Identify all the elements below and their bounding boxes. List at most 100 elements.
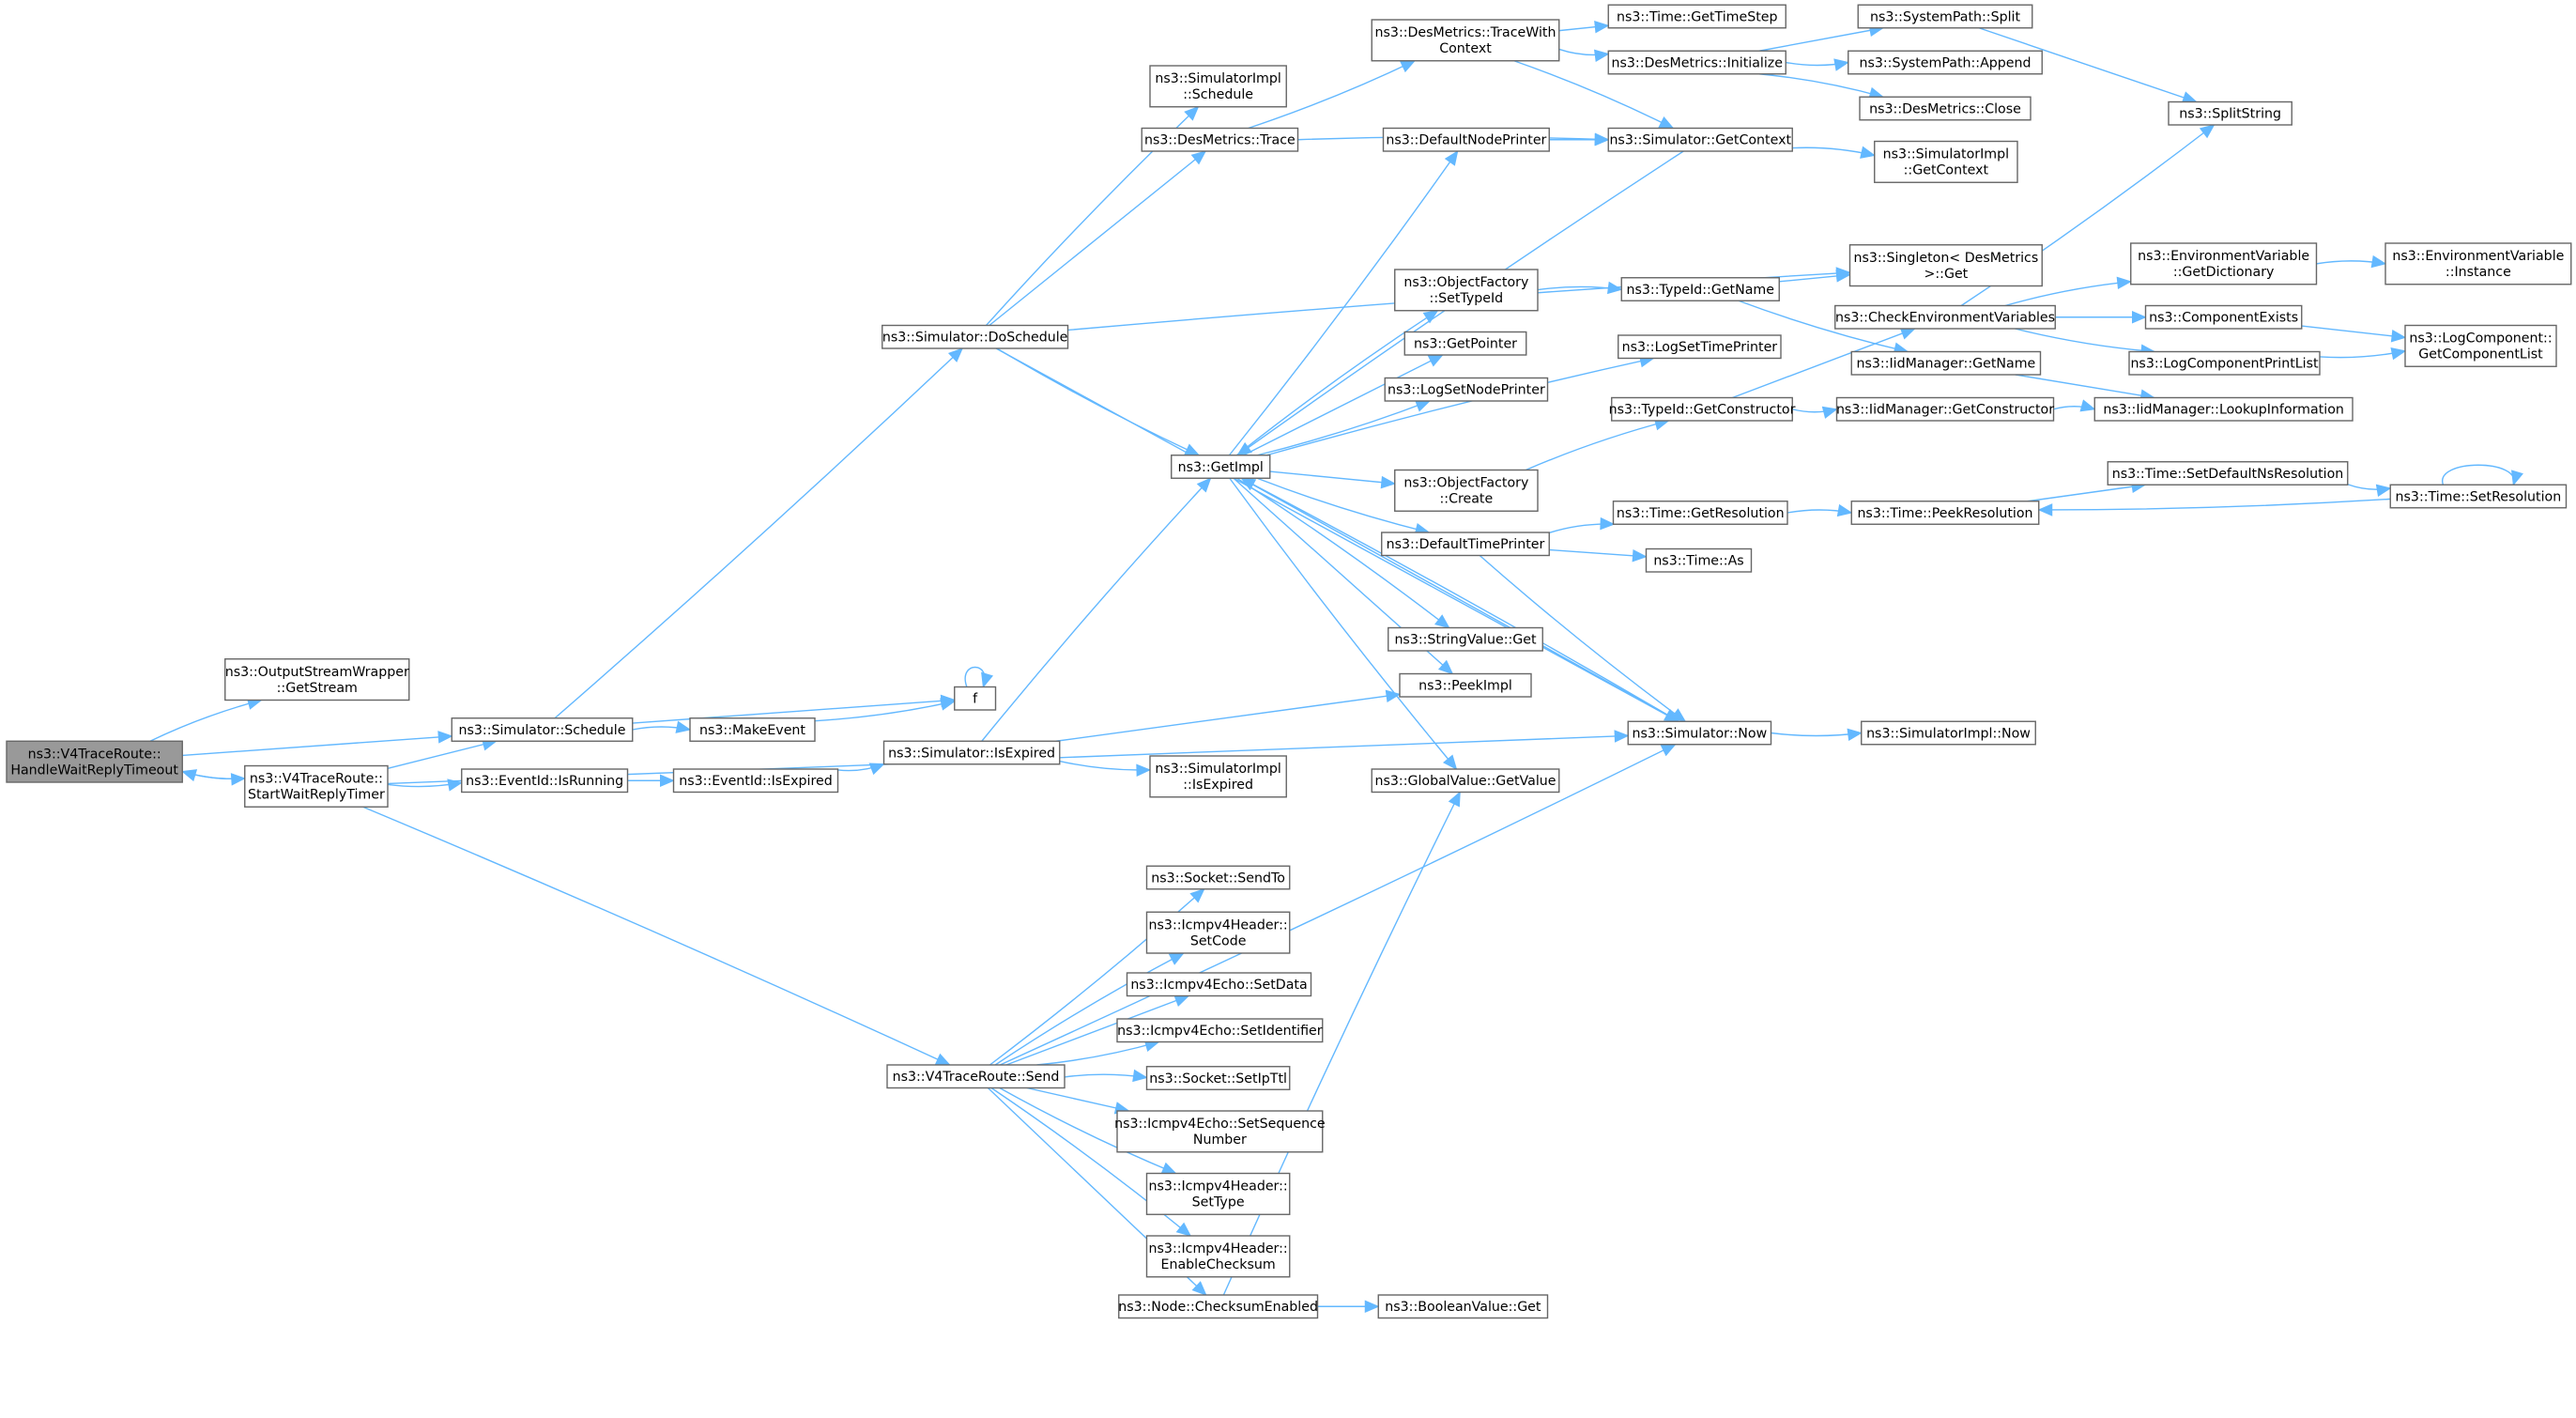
node-desmetrics_close[interactable]: ns3::DesMetrics::Close [1859,96,2032,121]
node-box-echo_setdata [1126,972,1312,997]
node-label-singleton_get-0: ns3::Singleton< DesMetrics [1853,251,2038,266]
node-box-time_setresolution [2389,484,2568,509]
node-of_create[interactable]: ns3::ObjectFactory::Create [1394,469,1539,512]
node-label-sp_split-0: ns3::SystemPath::Split [1870,9,2020,24]
node-time_gettimestep[interactable]: ns3::Time::GetTimeStep [1607,4,1786,29]
edge-getimpl-to-logsetnodeprinter [1257,400,1431,456]
node-box-splitstring [2168,100,2292,126]
node-sp_append[interactable]: ns3::SystemPath::Append [1848,50,2043,75]
node-label-logcomponentprintlist-0: ns3::LogComponentPrintList [2130,357,2319,372]
node-desmetrics_initialize[interactable]: ns3::DesMetrics::Initialize [1607,50,1786,75]
node-icmp_setcode[interactable]: ns3::Icmpv4Header::SetCode [1145,911,1291,954]
node-time_as[interactable]: ns3::Time::As [1645,547,1753,573]
node-iid_getname[interactable]: ns3::IidManager::GetName [1850,350,2042,376]
node-defaulttimeprinter[interactable]: ns3::DefaultTimePrinter [1381,532,1550,557]
node-send[interactable]: ns3::V4TraceRoute::Send [886,1064,1066,1089]
node-makeevent[interactable]: ns3::MakeEvent [689,717,816,742]
node-label-sp_append-0: ns3::SystemPath::Append [1859,55,2031,70]
edge-send-to-sim_now [1000,744,1676,1066]
arrowhead-send-to-icmp_enablechecksum [1175,1222,1192,1237]
node-sim_schedule[interactable]: ns3::Simulator::Schedule [451,717,634,742]
node-sp_split[interactable]: ns3::SystemPath::Split [1857,4,2033,29]
node-node_checksumenabled[interactable]: ns3::Node::ChecksumEnabled [1118,1294,1319,1319]
node-iid_getconstructor[interactable]: ns3::IidManager::GetConstructor [1835,396,2054,422]
node-box-env_instance [2384,242,2572,285]
node-stringvalue_get[interactable]: ns3::StringValue::Get [1388,626,1543,652]
node-peekimpl[interactable]: ns3::PeekImpl [1399,672,1532,698]
node-doschedule[interactable]: ns3::Simulator::DoSchedule [882,324,1069,349]
node-f[interactable]: f [954,686,997,711]
node-logsettimeprinter[interactable]: ns3::LogSetTimePrinter [1618,334,1782,360]
node-box-logsettimeprinter [1618,334,1782,360]
node-icmp_settype[interactable]: ns3::Icmpv4Header::SetType [1145,1172,1291,1215]
edge-getimpl-to-globalvalue_getvalue [1229,477,1457,770]
node-singleton_get[interactable]: ns3::Singleton< DesMetrics >::Get [1848,244,2043,287]
node-box-desmetrics_trace [1141,127,1299,152]
node-globalvalue_getvalue[interactable]: ns3::GlobalValue::GetValue [1371,768,1560,794]
node-typeid_getconstructor[interactable]: ns3::TypeId::GetConstructor [1609,396,1796,422]
edge-of_create-to-typeid_getconstructor [1526,420,1669,471]
node-echo_setdata[interactable]: ns3::Icmpv4Echo::SetData [1126,972,1312,997]
node-echo_setidentifier[interactable]: ns3::Icmpv4Echo::SetIdentifier [1116,1018,1324,1043]
node-time_getresolution[interactable]: ns3::Time::GetResolution [1612,501,1788,525]
node-handle[interactable]: ns3::V4TraceRoute::HandleWaitReplyTimeou… [6,740,183,783]
node-defaultnodeprinter[interactable]: ns3::DefaultNodePrinter [1382,127,1550,152]
node-getstream[interactable]: ns3::OutputStreamWrapper::GetStream [224,658,410,701]
node-label-singleton_get-1: >::Get [1924,267,1969,282]
node-start_timer[interactable]: ns3::V4TraceRoute::StartWaitReplyTimer [244,764,389,808]
arrowhead-getimpl-to-stringvalue_get [1434,614,1450,629]
node-sim_isexpired[interactable]: ns3::Simulator::IsExpired [882,740,1061,765]
edge-sim_schedule-to-f [632,699,955,724]
node-simimpl_isexpired[interactable]: ns3::SimulatorImpl::IsExpired [1149,755,1287,798]
node-simimpl_now[interactable]: ns3::SimulatorImpl::Now [1861,720,2036,746]
node-time_setresolution[interactable]: ns3::Time::SetResolution [2389,484,2568,509]
node-typeid_getname[interactable]: ns3::TypeId::GetName [1620,277,1780,301]
node-splitstring[interactable]: ns3::SplitString [2168,100,2292,126]
node-label-icmp_settype-0: ns3::Icmpv4Header:: [1149,1179,1288,1195]
node-icmp_enablechecksum[interactable]: ns3::Icmpv4Header::EnableChecksum [1145,1235,1291,1278]
node-of_settypeid[interactable]: ns3::ObjectFactory::SetTypeId [1394,269,1539,312]
node-label-defaulttimeprinter-0: ns3::DefaultTimePrinter [1387,537,1545,552]
arrowhead-iid_getconstructor-to-iid_lookupinformation [2079,399,2096,412]
node-box-globalvalue_getvalue [1371,768,1560,794]
edge-send-to-icmp_setcode [994,952,1185,1066]
node-box-of_create [1394,469,1539,512]
node-logcomponent_getcomponentlist[interactable]: ns3::LogComponent::GetComponentList [2404,324,2557,367]
node-simimpl_schedule[interactable]: ns3::SimulatorImpl::Schedule [1149,65,1287,108]
arrowhead-defaulttimeprinter-to-time_getresolution [1600,516,1616,531]
node-time_setdefaultnsresolution[interactable]: ns3::Time::SetDefaultNsResolution [2107,461,2349,486]
node-desmetrics_trace[interactable]: ns3::DesMetrics::Trace [1141,127,1299,152]
node-logsetnodeprinter[interactable]: ns3::LogSetNodePrinter [1384,377,1549,402]
node-time_peekresolution[interactable]: ns3::Time::PeekResolution [1850,501,2040,525]
node-socket_setipttl[interactable]: ns3::Socket::SetIpTtl [1145,1066,1291,1090]
node-sim_now[interactable]: ns3::Simulator::Now [1627,720,1772,746]
arrowhead-getimpl-to-of_settypeid [1422,310,1439,324]
arrowhead-doschedule-to-simimpl_schedule [1184,105,1200,121]
node-evt_isexpired[interactable]: ns3::EventId::IsExpired [672,768,839,794]
node-label-icmp_setcode-1: SetCode [1190,933,1247,948]
node-label-echo_setsequence-0: ns3::Icmpv4Echo::SetSequence [1114,1117,1325,1132]
node-label-sim_now-0: ns3::Simulator::Now [1633,726,1768,741]
node-checkenv[interactable]: ns3::CheckEnvironmentVariables [1834,304,2056,330]
node-isrunning[interactable]: ns3::EventId::IsRunning [461,768,629,794]
arrowhead-checkenv-to-env_getdictionary [2116,276,2133,290]
node-getpointer[interactable]: ns3::GetPointer [1403,331,1527,356]
node-label-simimpl_now-0: ns3::SimulatorImpl::Now [1866,726,2031,741]
node-componentexists[interactable]: ns3::ComponentExists [2144,304,2303,330]
node-getimpl[interactable]: ns3::GetImpl [1171,455,1271,479]
edge-send-to-echo_setdata [1005,994,1189,1066]
node-iid_lookupinformation[interactable]: ns3::IidManager::LookupInformation [2093,396,2354,422]
node-env_getdictionary[interactable]: ns3::EnvironmentVariable::GetDictionary [2130,242,2318,285]
node-simimpl_getcontext[interactable]: ns3::SimulatorImpl::GetContext [1874,140,2018,183]
arrowhead-sim_isexpired-to-getimpl [1196,477,1212,493]
node-sim_getcontext[interactable]: ns3::Simulator::GetContext [1607,127,1793,152]
node-booleanvalue_get[interactable]: ns3::BooleanValue::Get [1377,1294,1549,1319]
node-env_instance[interactable]: ns3::EnvironmentVariable::Instance [2384,242,2572,285]
node-socket_sendto[interactable]: ns3::Socket::SendTo [1145,865,1291,890]
node-box-componentexists [2144,304,2303,330]
edge-getimpl-to-getpointer [1243,354,1443,456]
node-logcomponentprintlist[interactable]: ns3::LogComponentPrintList [2128,350,2321,376]
node-label-simimpl_getcontext-0: ns3::SimulatorImpl [1883,147,2009,162]
